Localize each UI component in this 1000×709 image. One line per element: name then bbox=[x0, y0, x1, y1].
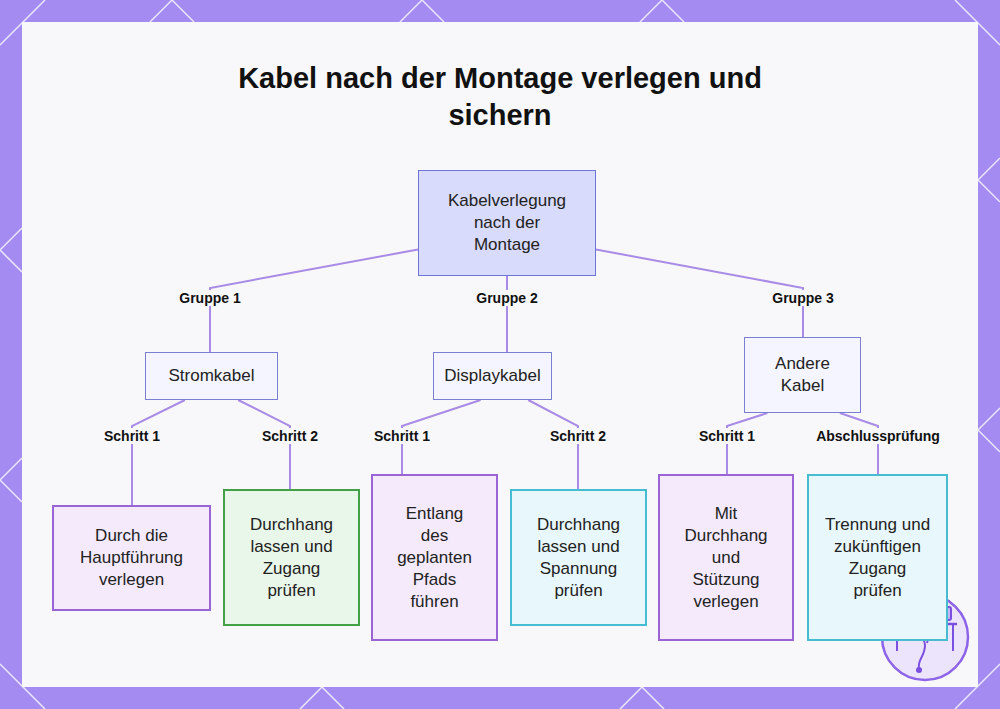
edge-label: Schritt 1 bbox=[371, 428, 433, 444]
diagram-title: Kabel nach der Montage verlegen und sich… bbox=[200, 60, 800, 134]
edge-label: Schritt 2 bbox=[547, 428, 609, 444]
tree-connector bbox=[238, 400, 290, 489]
step-box: Trennung und zukünftigen Zugang prüfen bbox=[807, 474, 948, 641]
step-box: Mit Durchhang und Stützung verlegen bbox=[658, 474, 794, 641]
node-label: Stromkabel bbox=[152, 365, 272, 387]
step-box: Durchhang lassen und Spannung prüfen bbox=[510, 489, 647, 626]
node-label: Durchhang lassen und Zugang prüfen bbox=[250, 514, 334, 602]
root-box: Kabelverlegung nach der Montage bbox=[418, 170, 596, 276]
node-label: Trennung und zukünftigen Zugang prüfen bbox=[823, 514, 933, 602]
step-box: Durch die Hauptführung verlegen bbox=[52, 505, 211, 611]
edge-label: Gruppe 3 bbox=[769, 290, 836, 306]
edge-label: Schritt 2 bbox=[259, 428, 321, 444]
node-label: Andere Kabel bbox=[763, 353, 843, 397]
group-box: Stromkabel bbox=[145, 352, 278, 400]
edge-label: Schritt 1 bbox=[101, 428, 163, 444]
group-box: Displaykabel bbox=[433, 352, 552, 400]
tree-connector bbox=[528, 400, 578, 489]
tree-connector bbox=[506, 276, 508, 352]
edge-label: Schritt 1 bbox=[696, 428, 758, 444]
node-label: Displaykabel bbox=[438, 365, 548, 387]
edge-label: Abschlussprüfung bbox=[813, 428, 943, 444]
node-label: Mit Durchhang und Stützung verlegen bbox=[681, 503, 771, 613]
step-box: Entlang des geplanten Pfads führen bbox=[371, 474, 498, 641]
edge-label: Gruppe 2 bbox=[473, 290, 540, 306]
node-label: Kabelverlegung nach der Montage bbox=[443, 190, 571, 256]
node-label: Durchhang lassen und Spannung prüfen bbox=[537, 514, 621, 602]
node-label: Entlang des geplanten Pfads führen bbox=[393, 503, 477, 613]
tree-connector bbox=[132, 400, 185, 505]
node-label: Durch die Hauptführung verlegen bbox=[67, 525, 197, 591]
edge-label: Gruppe 1 bbox=[176, 290, 243, 306]
group-box: Andere Kabel bbox=[744, 337, 861, 413]
step-box: Durchhang lassen und Zugang prüfen bbox=[223, 489, 360, 626]
